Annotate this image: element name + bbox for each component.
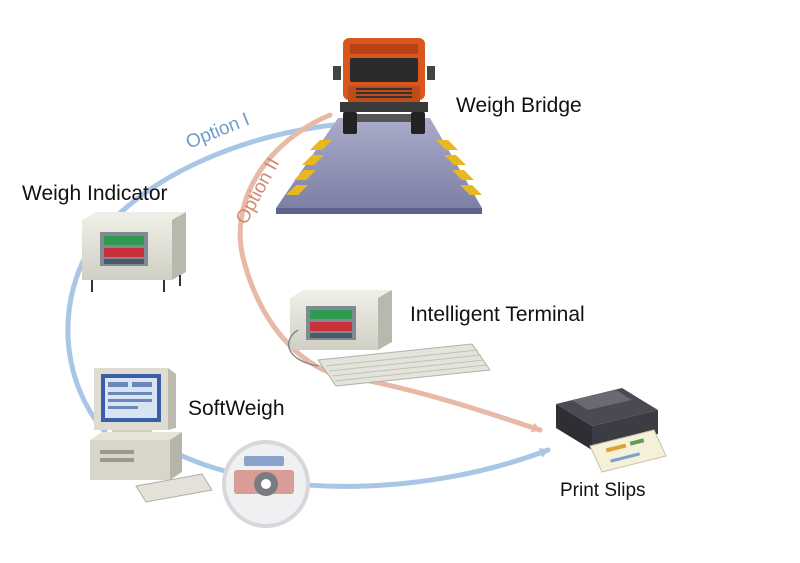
weigh-bridge-label: Weigh Bridge — [456, 94, 582, 117]
intelligent-terminal-label: Intelligent Terminal — [410, 303, 585, 326]
cd-disc-icon — [222, 440, 310, 528]
option-1-to-printer-arrow — [177, 447, 551, 489]
keyboard-icon — [317, 343, 491, 387]
weigh-indicator-label: Weigh Indicator — [22, 182, 168, 205]
weigh-bridge-platform — [276, 118, 482, 214]
print-slips-label: Print Slips — [560, 480, 646, 501]
weigh-indicator-device — [82, 212, 186, 292]
terminal-device — [290, 290, 392, 350]
softweigh-label: SoftWeigh — [188, 397, 285, 420]
computer-icon — [90, 368, 213, 503]
truck-icon — [333, 38, 435, 134]
terminal-cable — [287, 329, 319, 367]
printer-icon — [556, 388, 667, 473]
